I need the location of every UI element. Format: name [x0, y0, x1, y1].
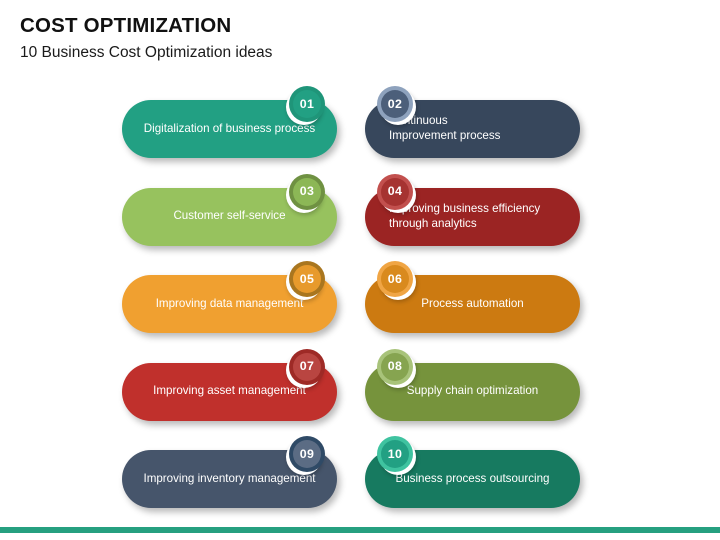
step-number-badge[interactable]: 10: [377, 436, 416, 475]
badge-outer-ring: 08: [377, 348, 413, 385]
badge-inner-disc: 04: [381, 177, 409, 206]
step-number-badge[interactable]: 03: [286, 173, 325, 213]
idea-pill-09[interactable]: Improving inventory management 09: [122, 436, 337, 508]
badge-number: 09: [299, 446, 315, 461]
page-title: COST OPTIMIZATION: [20, 14, 232, 37]
step-number-badge[interactable]: 08: [377, 348, 416, 388]
badge-number: 03: [299, 184, 315, 199]
badge-inner-disc: 03: [293, 177, 321, 206]
pill-label: Digitalization of business process: [143, 121, 316, 135]
step-number-badge[interactable]: 07: [286, 348, 325, 388]
pill-label: Customer self-service: [173, 209, 286, 223]
badge-number: 02: [387, 96, 403, 111]
badge-inner-disc: 09: [293, 440, 321, 468]
badge-number: 08: [387, 359, 403, 374]
pill-body: Customer self-service: [122, 187, 337, 246]
pill-label: Supply chain optimization: [406, 384, 539, 398]
badge-number: 06: [387, 271, 403, 286]
badge-number: 10: [387, 446, 403, 461]
pill-label: Improving data management: [155, 296, 304, 310]
idea-pill-06[interactable]: Process automation 06: [365, 261, 580, 333]
pill-body: Business process outsourcing: [365, 450, 580, 508]
pill-label: Business process outsourcing: [395, 471, 550, 485]
badge-outer-ring: 06: [377, 261, 413, 297]
badge-number: 07: [299, 359, 315, 374]
badge-outer-ring: 01: [289, 86, 325, 122]
badge-outer-ring: 03: [289, 173, 325, 210]
badge-inner-disc: 01: [293, 90, 321, 118]
idea-pill-07[interactable]: Improving asset management 07: [122, 348, 337, 421]
badge-inner-disc: 10: [381, 440, 409, 468]
badge-outer-ring: 04: [377, 173, 413, 210]
badge-inner-disc: 02: [381, 90, 409, 118]
badge-outer-ring: 09: [289, 436, 325, 472]
bottom-accent-bar: [0, 527, 720, 533]
badge-inner-disc: 08: [381, 352, 409, 381]
step-number-badge[interactable]: 06: [377, 261, 416, 300]
badge-outer-ring: 05: [289, 261, 325, 297]
header: COST OPTIMIZATION 10 Business Cost Optim…: [20, 14, 620, 61]
badge-inner-disc: 05: [293, 265, 321, 293]
page-subtitle: 10 Business Cost Optimization ideas: [20, 43, 273, 61]
pill-label: Improving asset management: [153, 384, 306, 398]
badge-number: 01: [299, 96, 315, 111]
idea-pill-05[interactable]: Improving data management 05: [122, 261, 337, 333]
badge-outer-ring: 10: [377, 436, 413, 472]
pill-label: Improving inventory management: [143, 471, 316, 485]
step-number-badge[interactable]: 05: [286, 261, 325, 300]
badge-outer-ring: 02: [377, 86, 413, 122]
step-number-badge[interactable]: 02: [377, 86, 416, 125]
step-number-badge[interactable]: 01: [286, 86, 325, 125]
badge-number: 05: [299, 271, 315, 286]
badge-outer-ring: 07: [289, 348, 325, 385]
idea-pill-03[interactable]: Customer self-service 03: [122, 173, 337, 246]
step-number-badge[interactable]: 04: [377, 173, 416, 213]
pill-label: Process automation: [421, 296, 524, 310]
idea-pill-10[interactable]: Business process outsourcing 10: [365, 436, 580, 508]
badge-number: 04: [387, 184, 403, 199]
badge-inner-disc: 07: [293, 352, 321, 381]
step-number-badge[interactable]: 09: [286, 436, 325, 475]
badge-inner-disc: 06: [381, 265, 409, 293]
idea-pill-01[interactable]: Digitalization of business process 01: [122, 86, 337, 158]
